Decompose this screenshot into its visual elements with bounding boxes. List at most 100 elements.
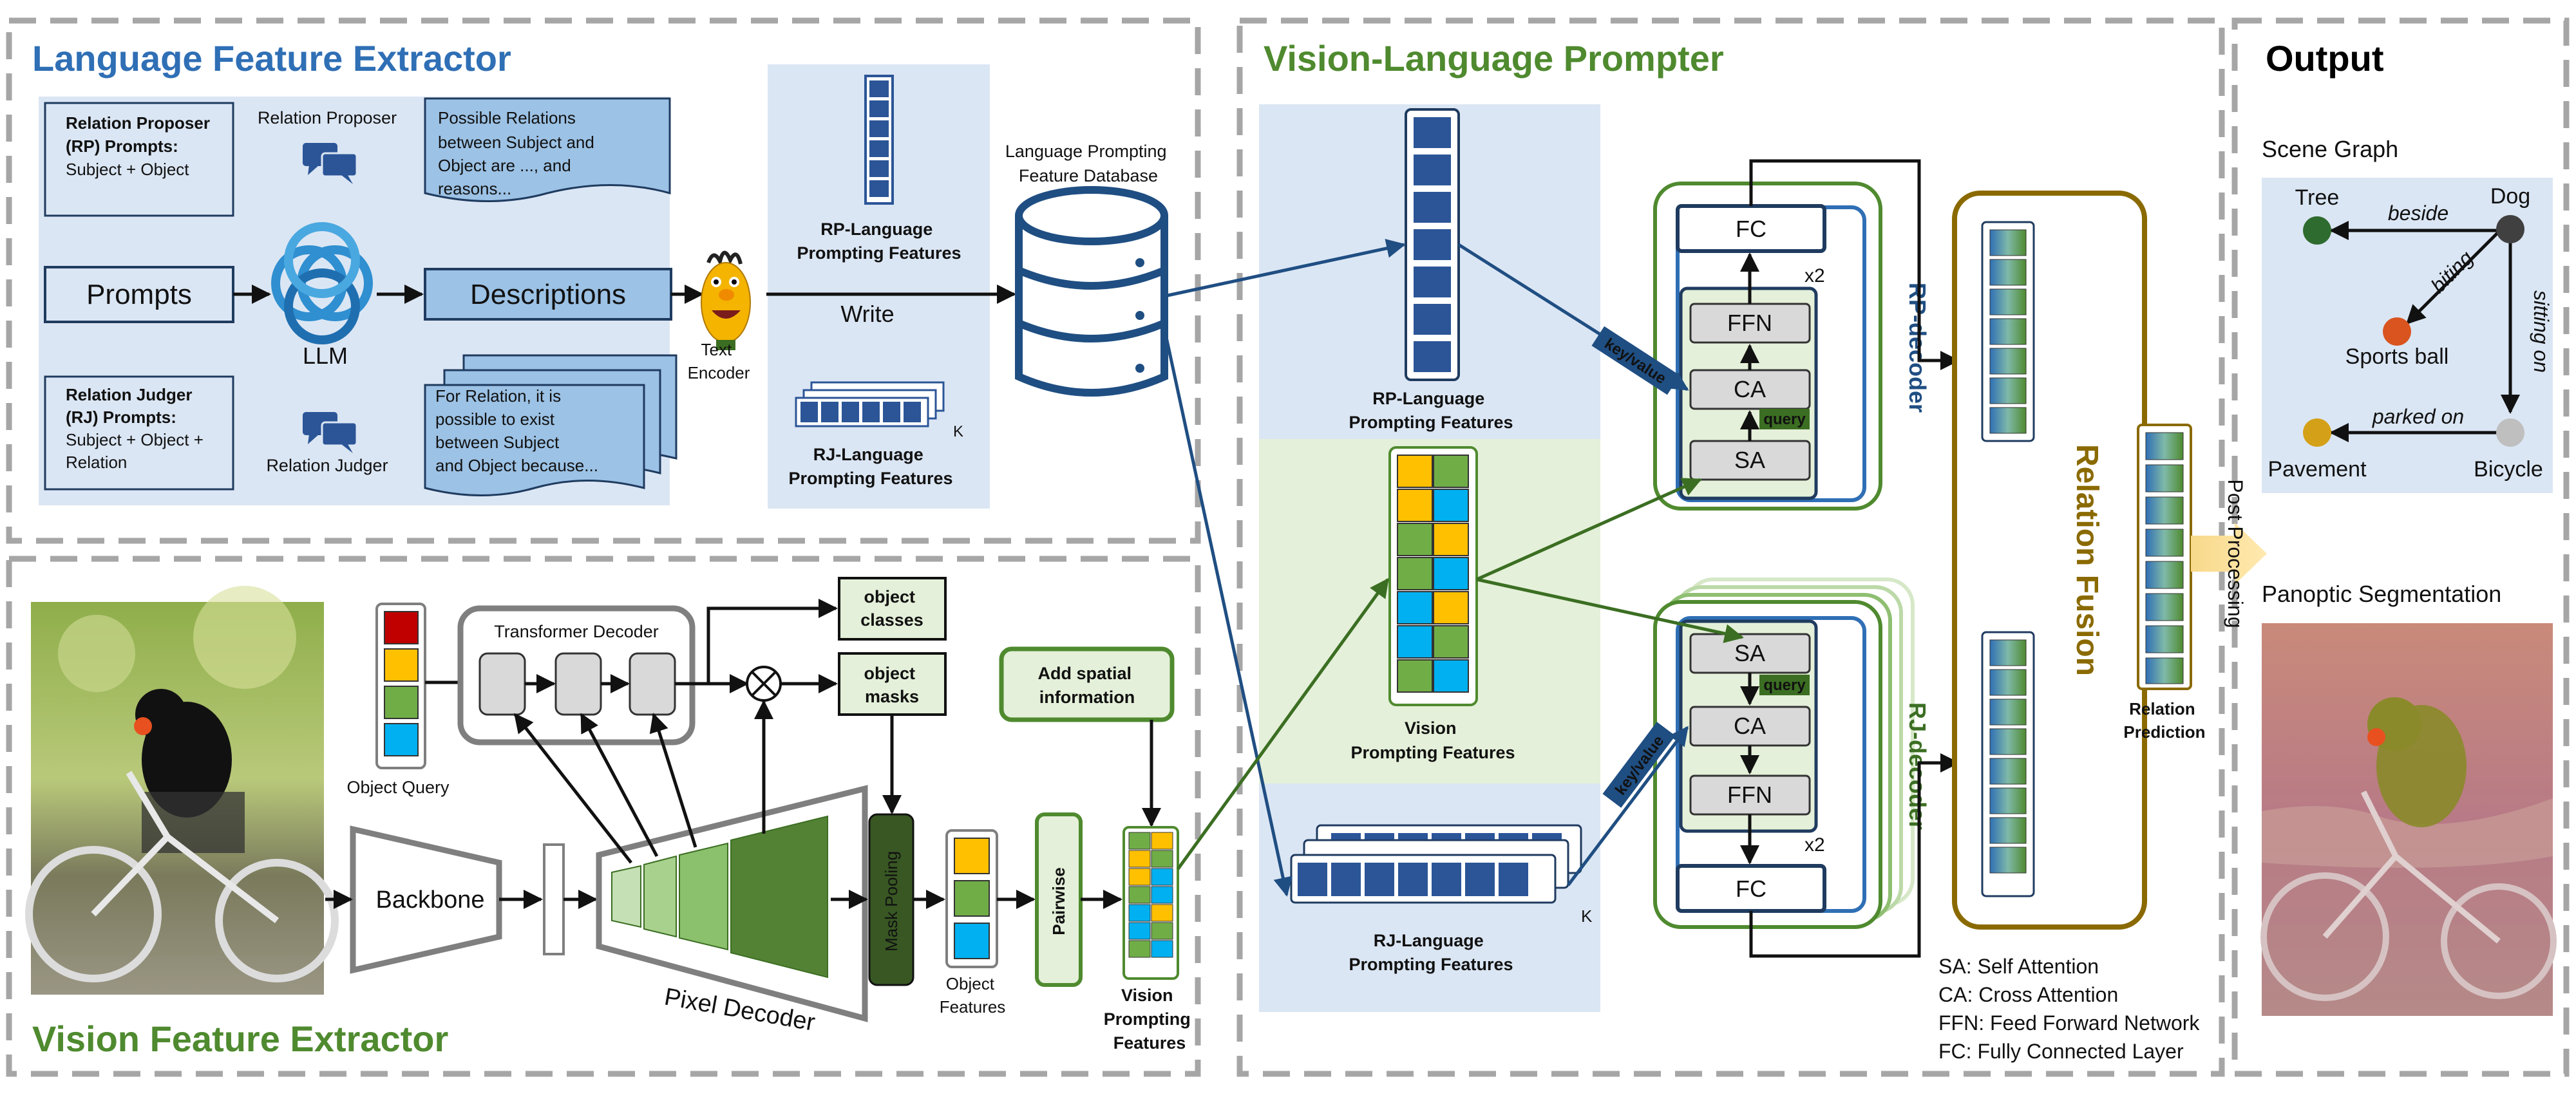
scene-graph-title: Scene Graph xyxy=(2262,136,2398,162)
legend: SA: Self Attention CA: Cross Attention F… xyxy=(1938,955,2205,1063)
vlp-vision-label: Vision Prompting Features xyxy=(1350,718,1515,762)
edge-sitting-on-label: sitting on xyxy=(2530,290,2553,373)
arrow-rjfc-fusion xyxy=(1749,753,1960,958)
backbone-label: Backbone xyxy=(375,886,484,914)
relation-prediction-label: Relation Prediction xyxy=(2123,699,2205,742)
node-sports-ball-label: Sports ball xyxy=(2345,344,2449,369)
arrow-db-rj xyxy=(1162,328,1293,897)
vlp-panel: RP-Language Prompting Features Vision Pr… xyxy=(1162,104,2267,1063)
rp-fc-label: FC xyxy=(1736,216,1766,242)
vfe-title: Vision Feature Extractor xyxy=(32,1018,448,1059)
rj-ffn-label: FFN xyxy=(1727,782,1772,808)
input-photo xyxy=(25,586,339,995)
node-pavement xyxy=(2303,418,2331,447)
node-sports-ball xyxy=(2383,317,2411,346)
edge-parked-on-label: parked on xyxy=(2372,405,2464,428)
vfe-panel: Object Query Transformer Decoder object … xyxy=(25,577,1196,1053)
rj-prompts-text: Relation Judger (RJ) Prompts: Subject + … xyxy=(66,385,208,472)
rj-sa-label: SA xyxy=(1734,640,1765,666)
object-classes-box xyxy=(838,577,947,641)
backbone-feature-bar xyxy=(543,843,565,955)
lfe-border xyxy=(6,17,1201,544)
rp-ca-label: CA xyxy=(1734,376,1766,402)
relation-fusion-label: Relation Fusion xyxy=(2070,444,2104,676)
vlp-title: Vision-Language Prompter xyxy=(1264,38,1724,79)
vlp-rp-label: RP-Language Prompting Features xyxy=(1349,389,1513,432)
output-title: Output xyxy=(2266,38,2383,79)
multiply-icon xyxy=(746,666,782,702)
rp-lang-label: RP-Language Prompting Features xyxy=(797,220,961,263)
database-icon xyxy=(1015,186,1168,397)
relation-prediction-column xyxy=(2137,424,2192,690)
doc-stack-bottom xyxy=(424,354,677,496)
vlp-rj-k-label: K xyxy=(1581,906,1593,926)
arrow-db-rp xyxy=(1164,239,1406,298)
fusion-feature-top xyxy=(1981,221,2035,442)
object-query-column xyxy=(375,603,426,769)
rj-query-tag xyxy=(1759,675,1810,695)
panoptic-image xyxy=(2260,623,2557,1016)
vlp-rj-feature-stack xyxy=(1290,824,1582,904)
fusion-feature-bottom xyxy=(1981,631,2035,897)
lfe-panel: Relation Proposer (RP) Prompts: Subject … xyxy=(39,64,1168,509)
vision-features-small xyxy=(1122,826,1179,980)
rp-prompts-box xyxy=(44,102,234,217)
panoptic-title: Panoptic Segmentation xyxy=(2262,581,2501,607)
output-panel: Scene Graph Tree Dog Sports ball Pavemen… xyxy=(2260,136,2557,1016)
relation-judger-label: Relation Judger xyxy=(266,456,388,475)
rj-lang-label: RJ-Language Prompting Features xyxy=(788,445,952,488)
write-label: Write xyxy=(840,301,894,327)
node-bicycle xyxy=(2496,418,2524,447)
descriptions-label: Descriptions xyxy=(470,279,626,310)
text-encoder-label: Text Encoder xyxy=(688,340,750,382)
add-spatial-box xyxy=(999,646,1175,722)
doc-shape-top xyxy=(424,97,671,202)
vlp-rj-label: RJ-Language Prompting Features xyxy=(1349,931,1513,974)
node-pavement-label: Pavement xyxy=(2268,457,2367,482)
relation-proposer-label: Relation Proposer xyxy=(258,108,397,127)
rp-sa-label: SA xyxy=(1734,447,1765,473)
arrow-vfe-vision xyxy=(1176,577,1390,870)
prompts-label: Prompts xyxy=(86,279,192,310)
vlp-vision-feature-column xyxy=(1388,446,1478,706)
chat-icon xyxy=(303,143,358,184)
llm-label: LLM xyxy=(303,342,348,369)
rj-prompts-box xyxy=(44,375,234,491)
vision-features-small-label: Vision Prompting Features xyxy=(1104,986,1196,1053)
rj-k-label: K xyxy=(953,423,963,440)
rj-x2-label: x2 xyxy=(1804,834,1825,856)
pairwise-label: Pairwise xyxy=(1049,867,1068,935)
prompts-box xyxy=(44,266,234,323)
arrow-pd-layer1 xyxy=(514,713,632,864)
backbone-shape xyxy=(350,825,502,974)
add-spatial-label: Add spatial information xyxy=(1037,664,1136,707)
desc-top-text: Possible Relations between Subject and O… xyxy=(438,108,599,198)
rp-ffn-label: FFN xyxy=(1727,310,1772,336)
vlp-rp-feature-column xyxy=(1405,108,1460,381)
arrow-rj-keyvalue xyxy=(1567,726,1689,886)
object-features-column xyxy=(945,829,998,968)
rp-query-tag xyxy=(1759,409,1810,429)
chat-icon xyxy=(303,412,358,453)
rj-ca-label: CA xyxy=(1734,713,1766,739)
edge-biting xyxy=(2405,229,2501,325)
descriptions-box xyxy=(424,268,672,321)
transformer-decoder-label: Transformer Decoder xyxy=(494,622,659,641)
rp-feature-column xyxy=(864,75,894,205)
mask-pooling-label: Mask Pooling xyxy=(882,851,901,952)
object-features-label: Object Features xyxy=(940,974,1006,1017)
node-dog-label: Dog xyxy=(2490,184,2530,209)
arrow-pd-layer2 xyxy=(580,713,659,858)
post-processing-arrow xyxy=(2191,523,2267,585)
node-tree xyxy=(2303,216,2331,245)
object-classes-label: object classes xyxy=(860,587,923,630)
arrow-pd-layer3 xyxy=(649,713,697,848)
rj-query-label: query xyxy=(1763,677,1806,694)
rj-fc-label: FC xyxy=(1736,876,1766,902)
object-query-label: Object Query xyxy=(346,778,450,797)
decoder-layers xyxy=(478,652,676,716)
rp-query-label: query xyxy=(1763,411,1806,428)
desc-bottom-text: For Relation, it is possible to exist be… xyxy=(435,386,598,475)
node-tree-label: Tree xyxy=(2295,185,2340,210)
